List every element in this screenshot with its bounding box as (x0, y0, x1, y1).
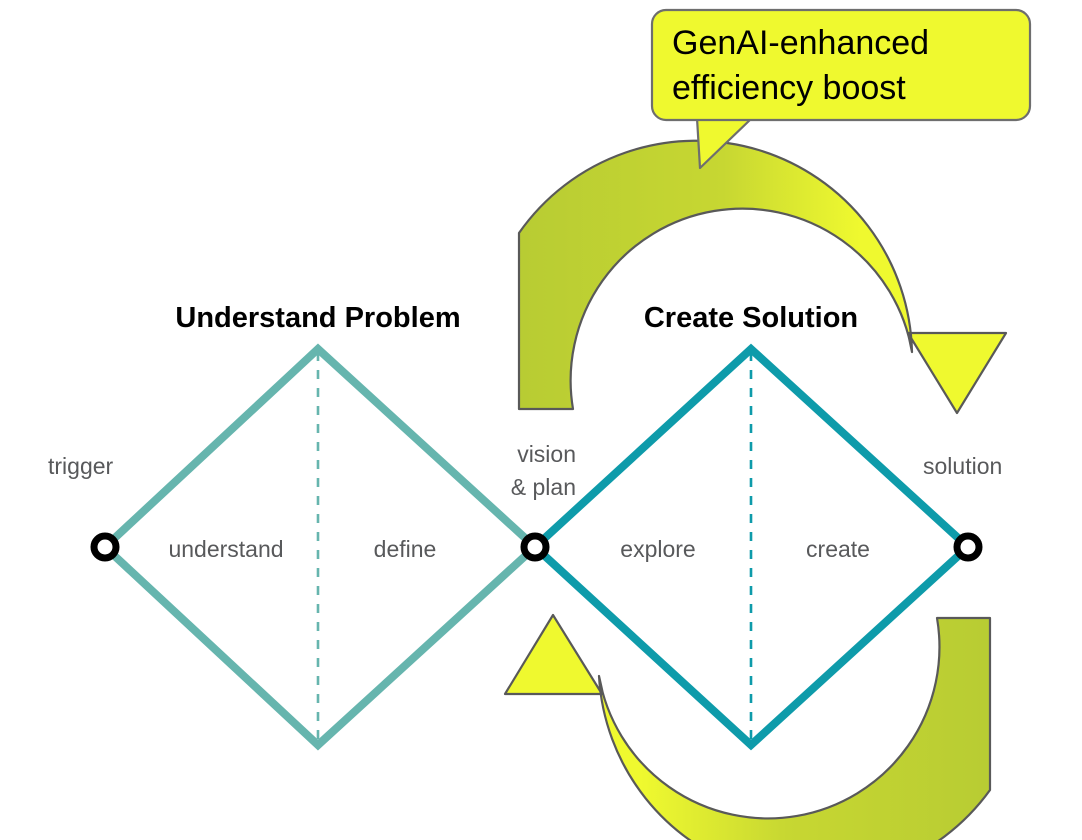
callout-line-2: efficiency boost (672, 69, 906, 107)
efficiency-arc-arrow-top (517, 139, 1008, 415)
node-vision-plan (520, 532, 550, 562)
stage-label-define: define (374, 536, 437, 562)
title-understand-problem: Understand Problem (175, 302, 460, 334)
node-solution (953, 532, 983, 562)
stage-label-understand: understand (168, 536, 283, 562)
label-vision-line-2: & plan (511, 474, 576, 500)
label-vision-line-1: vision (517, 441, 576, 467)
efficiency-arc-arrow-bottom (503, 613, 992, 840)
label-solution: solution (923, 453, 1002, 479)
genai-callout-bubble: GenAI-enhanced efficiency boost (650, 8, 1032, 170)
label-trigger: trigger (48, 453, 114, 479)
node-trigger (90, 532, 120, 562)
callout-line-1: GenAI-enhanced (672, 24, 929, 62)
stage-label-explore: explore (620, 536, 695, 562)
title-create-solution: Create Solution (644, 302, 858, 334)
stage-label-create: create (806, 536, 870, 562)
